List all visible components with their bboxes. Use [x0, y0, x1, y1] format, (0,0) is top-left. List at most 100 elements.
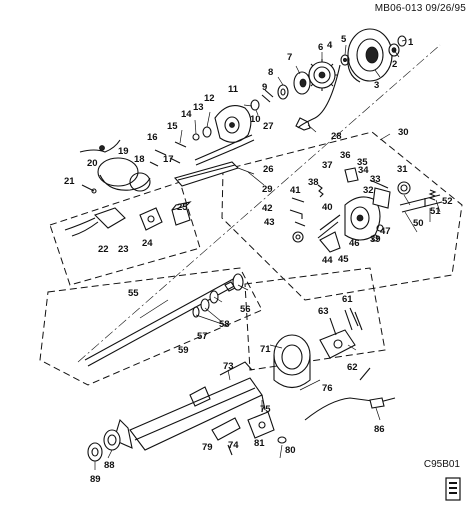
- part-24-cylinder: [139, 207, 163, 231]
- part-51-spring: [428, 189, 437, 201]
- callout-51: 51: [430, 206, 441, 217]
- part-42-43-clips: [289, 209, 306, 227]
- callout-7: 7: [287, 52, 292, 63]
- callout-23: 23: [118, 244, 129, 255]
- callout-89: 89: [90, 474, 101, 485]
- part-15-screw: [174, 141, 187, 148]
- part-47-39-small: [371, 224, 384, 242]
- part-11-spring: [250, 99, 260, 111]
- callout-8: 8: [268, 67, 273, 78]
- part-63-bolt: [329, 317, 337, 336]
- part-89-seal: [87, 442, 103, 462]
- callout-61: 61: [342, 294, 353, 305]
- callout-52: 52: [442, 196, 453, 207]
- callout-17: 17: [163, 154, 174, 165]
- callout-38: 38: [308, 177, 319, 188]
- part-46-housing: [344, 196, 381, 241]
- part-44-lever: [319, 231, 341, 253]
- callout-22: 22: [98, 244, 109, 255]
- callout-81: 81: [254, 438, 265, 449]
- part-27-rod: [194, 134, 255, 166]
- part-40-link: [317, 214, 341, 239]
- figure-code: C95B01: [423, 459, 460, 470]
- part-33-gear: [372, 187, 391, 209]
- part-28-harness: [297, 64, 341, 129]
- callout-59: 59: [178, 345, 189, 356]
- callout-20: 20: [87, 158, 98, 169]
- part-79-lever: [211, 417, 241, 441]
- callout-25: 25: [177, 202, 188, 213]
- callout-32: 32: [363, 185, 374, 196]
- part-88-bearing: [103, 429, 121, 451]
- group-box-55: [39, 267, 263, 386]
- callout-labels: 1 2 3 4 5 6 7 8 9 10 11 12 13 14 15 16 1…: [64, 34, 453, 485]
- part-16-screw: [154, 149, 167, 156]
- callout-18: 18: [134, 154, 145, 165]
- part-31b-washer: [292, 231, 304, 243]
- part-75-screw: [261, 394, 266, 411]
- callout-86: 86: [374, 424, 385, 435]
- part-32-pin: [369, 179, 389, 189]
- part-76-rod: [304, 367, 396, 421]
- callout-33: 33: [370, 174, 381, 185]
- callout-34: 34: [358, 165, 369, 176]
- callout-62: 62: [347, 362, 358, 373]
- callout-50: 50: [413, 218, 424, 229]
- part-3-hub: [347, 28, 393, 83]
- part-57-58-spacers: [192, 290, 219, 318]
- callout-1: 1: [408, 37, 414, 48]
- part-62-lock-assembly: [319, 329, 356, 359]
- callout-46: 46: [349, 238, 360, 249]
- callout-24: 24: [142, 238, 153, 249]
- part-38-spring: [317, 184, 324, 198]
- callout-35: 35: [357, 157, 368, 168]
- part-17-pin: [169, 157, 181, 164]
- group-box-left: [49, 181, 201, 286]
- document-stack-icon: [445, 477, 461, 501]
- part-20-wire: [79, 139, 121, 153]
- doc-code: MB06-013 09/26/95: [374, 3, 466, 14]
- callout-80: 80: [285, 445, 296, 456]
- callout-57: 57: [197, 331, 208, 342]
- part-31-washer: [397, 181, 411, 195]
- callout-58: 58: [219, 319, 230, 330]
- callout-9: 9: [262, 82, 267, 93]
- part-26-bracket: [174, 161, 240, 187]
- part-8-bearing: [277, 84, 289, 100]
- part-74-pin: [227, 444, 233, 456]
- main-axis: [77, 44, 441, 363]
- callout-2: 2: [392, 59, 397, 70]
- part-36-detent: [344, 167, 359, 183]
- part-41-screw: [291, 197, 305, 203]
- callout-36: 36: [340, 150, 351, 161]
- callout-28: 28: [331, 131, 342, 142]
- callout-76: 76: [322, 383, 333, 394]
- callout-12: 12: [204, 93, 215, 104]
- callout-29: 29: [262, 184, 273, 195]
- part-71-bearing-housing: [273, 334, 311, 389]
- callout-4: 4: [327, 40, 333, 51]
- part-86-clip: [369, 397, 385, 409]
- callout-71: 71: [260, 344, 271, 355]
- leader-lines: [94, 39, 441, 470]
- callout-47: 47: [380, 226, 391, 237]
- callout-30: 30: [398, 127, 409, 138]
- callout-5: 5: [341, 34, 347, 45]
- group-box-30: [221, 131, 463, 301]
- part-23-connector: [64, 207, 126, 237]
- part-6-gear: [306, 59, 338, 91]
- callout-27: 27: [263, 121, 274, 132]
- callout-14: 14: [181, 109, 192, 120]
- callout-16: 16: [147, 132, 158, 143]
- callout-44: 44: [322, 255, 333, 266]
- part-14-ring: [192, 133, 200, 141]
- callout-75: 75: [260, 404, 271, 415]
- group-box-lower: [244, 267, 386, 371]
- callout-88: 88: [104, 460, 115, 471]
- callout-40: 40: [322, 202, 333, 213]
- part-81-bracket: [247, 411, 275, 439]
- callout-45: 45: [338, 254, 349, 265]
- callout-79: 79: [202, 442, 213, 453]
